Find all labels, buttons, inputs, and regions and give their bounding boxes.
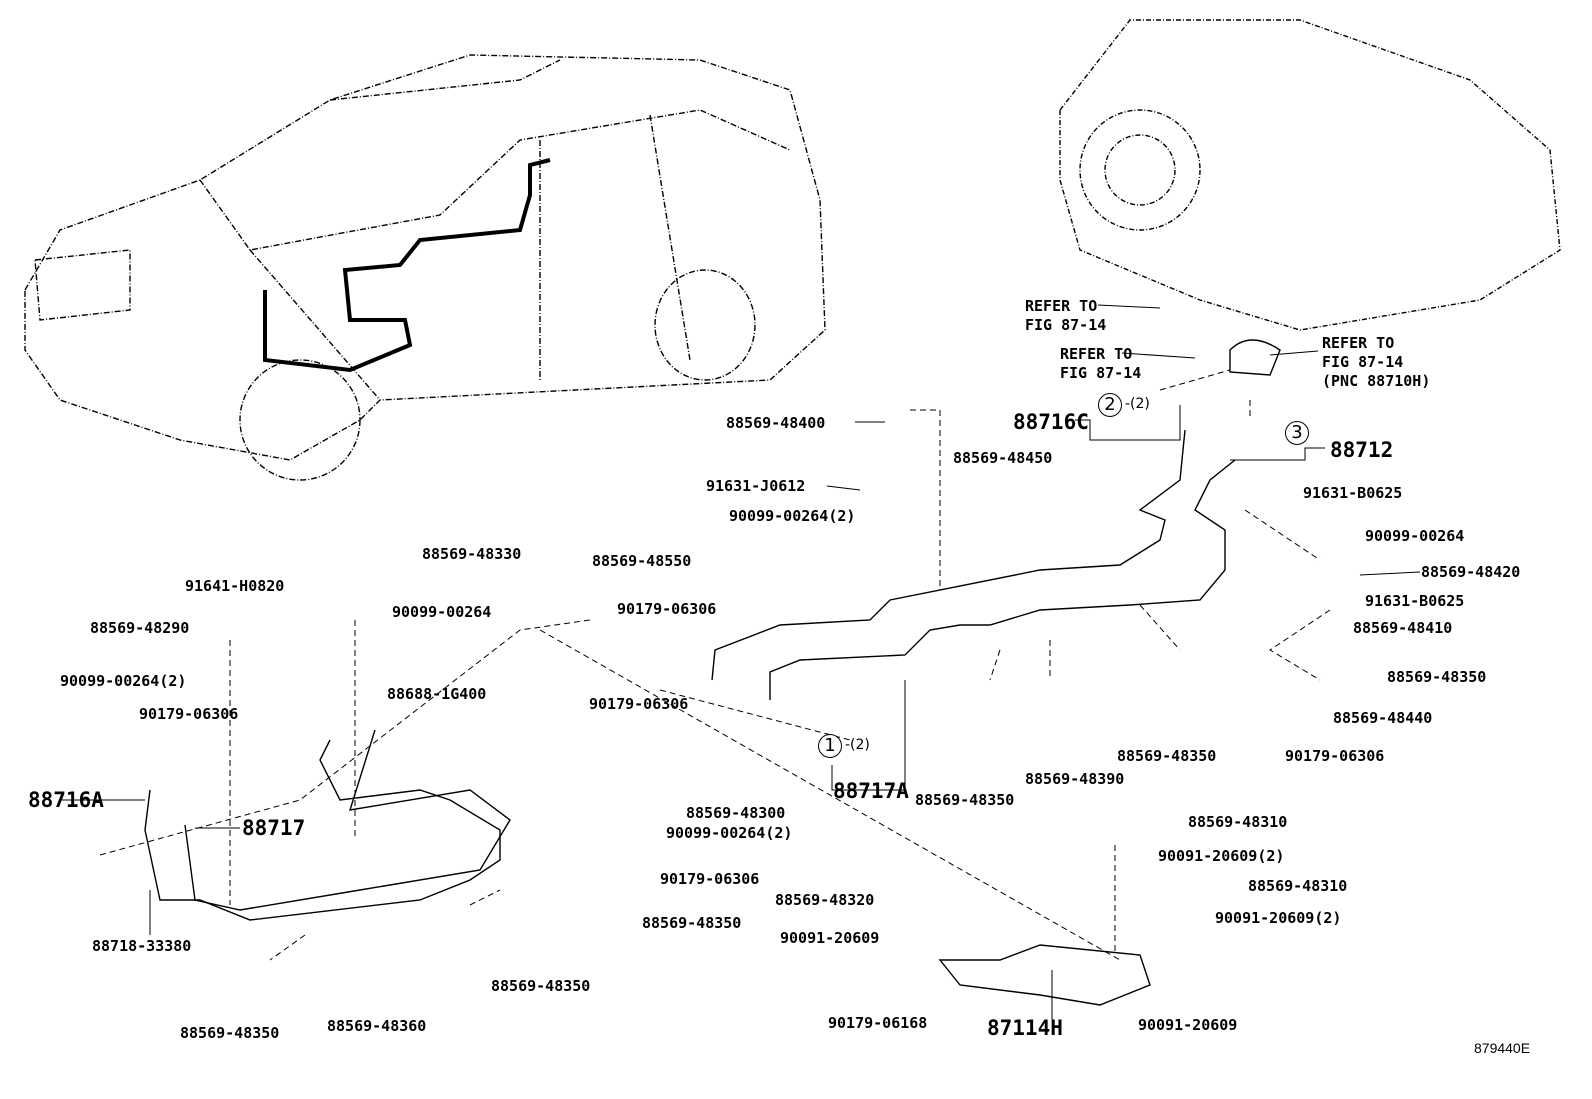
part-number-label[interactable]: 88569-48320 bbox=[775, 891, 875, 909]
part-number-label[interactable]: 88569-48310 bbox=[1248, 877, 1348, 895]
part-number-label[interactable]: 90179-06306 bbox=[589, 695, 689, 713]
part-number-label[interactable]: 90099-00264(2) bbox=[60, 672, 187, 690]
part-number-label[interactable]: 90091-20609(2) bbox=[1215, 909, 1342, 927]
part-number-label[interactable]: 88569-48550 bbox=[592, 552, 692, 570]
part-number-label[interactable]: 88717 bbox=[242, 816, 306, 840]
part-number-label[interactable]: 91631-B0625 bbox=[1365, 592, 1465, 610]
part-number-label[interactable]: 90179-06306 bbox=[617, 600, 717, 618]
part-number-label[interactable]: 91641-H0820 bbox=[185, 577, 285, 595]
refer-to-figure-note: REFER TO FIG 87-14 (PNC 88710H) bbox=[1322, 334, 1431, 390]
part-number-label[interactable]: 88569-48400 bbox=[726, 414, 826, 432]
refer-to-figure-note: REFER TO FIG 87-14 bbox=[1025, 297, 1107, 334]
part-number-label[interactable]: 90099-00264 bbox=[392, 603, 492, 621]
label-leaders bbox=[62, 304, 1421, 1020]
part-number-label[interactable]: 88569-48390 bbox=[1025, 770, 1125, 788]
part-number-label[interactable]: 90099-00264(2) bbox=[729, 507, 856, 525]
part-number-label[interactable]: 88569-48350 bbox=[1387, 668, 1487, 686]
part-number-label[interactable]: 88718-33380 bbox=[92, 937, 192, 955]
part-number-label[interactable]: 90091-20609 bbox=[780, 929, 880, 947]
hvac-unit-illustration bbox=[1059, 19, 1561, 376]
part-number-label[interactable]: 91631-B0625 bbox=[1303, 484, 1403, 502]
callout-quantity: -(2) bbox=[845, 737, 870, 753]
part-number-label[interactable]: 88569-48350 bbox=[1117, 747, 1217, 765]
part-number-label[interactable]: 88569-48450 bbox=[953, 449, 1053, 467]
figure-code-label: 879440E bbox=[1474, 1040, 1531, 1056]
part-number-label[interactable]: 88716C bbox=[1013, 410, 1089, 434]
part-number-label[interactable]: 88569-48360 bbox=[327, 1017, 427, 1035]
part-number-label[interactable]: 90099-00264(2) bbox=[666, 824, 793, 842]
part-number-label[interactable]: 88569-48290 bbox=[90, 619, 190, 637]
part-number-label[interactable]: 88569-48310 bbox=[1188, 813, 1288, 831]
callout-quantity: -(2) bbox=[1125, 396, 1150, 412]
harness-line bbox=[263, 158, 551, 373]
part-number-label[interactable]: 88569-48350 bbox=[642, 914, 742, 932]
part-number-label[interactable]: 90091-20609(2) bbox=[1158, 847, 1285, 865]
callout-number-circle: 2 bbox=[1098, 393, 1122, 417]
part-number-label[interactable]: 87114H bbox=[987, 1016, 1063, 1040]
part-number-label[interactable]: 90091-20609 bbox=[1138, 1016, 1238, 1034]
part-number-label[interactable]: 88569-48420 bbox=[1421, 563, 1521, 581]
part-number-label[interactable]: 91631-J0612 bbox=[706, 477, 806, 495]
part-number-label[interactable]: 88569-48410 bbox=[1353, 619, 1453, 637]
leader-lines bbox=[99, 369, 1331, 961]
part-number-label[interactable]: 88716A bbox=[28, 788, 104, 812]
part-number-label[interactable]: 88569-48350 bbox=[491, 977, 591, 995]
part-number-label[interactable]: 88712 bbox=[1330, 438, 1394, 462]
callout-number-circle: 1 bbox=[818, 734, 842, 758]
part-number-label[interactable]: 90099-00264 bbox=[1365, 527, 1465, 545]
part-number-label[interactable]: 90179-06306 bbox=[660, 870, 760, 888]
part-number-label[interactable]: 90179-06168 bbox=[828, 1014, 928, 1032]
part-number-label[interactable]: 88569-48300 bbox=[686, 804, 786, 822]
part-number-label[interactable]: 88569-48440 bbox=[1333, 709, 1433, 727]
part-number-label[interactable]: 90179-06306 bbox=[139, 705, 239, 723]
refer-to-figure-note: REFER TO FIG 87-14 bbox=[1060, 345, 1142, 382]
part-number-label[interactable]: 88717A bbox=[833, 779, 909, 803]
part-number-label[interactable]: 88569-48330 bbox=[422, 545, 522, 563]
callout-number-circle: 3 bbox=[1285, 421, 1309, 445]
part-number-label[interactable]: 88569-48350 bbox=[180, 1024, 280, 1042]
shield-plate bbox=[938, 944, 1151, 1006]
vehicle-illustration bbox=[24, 54, 826, 481]
part-number-label[interactable]: 90179-06306 bbox=[1285, 747, 1385, 765]
part-number-label[interactable]: 88569-48350 bbox=[915, 791, 1015, 809]
refrigerant-tubes bbox=[144, 429, 1236, 921]
part-number-label[interactable]: 88688-1G400 bbox=[387, 685, 487, 703]
